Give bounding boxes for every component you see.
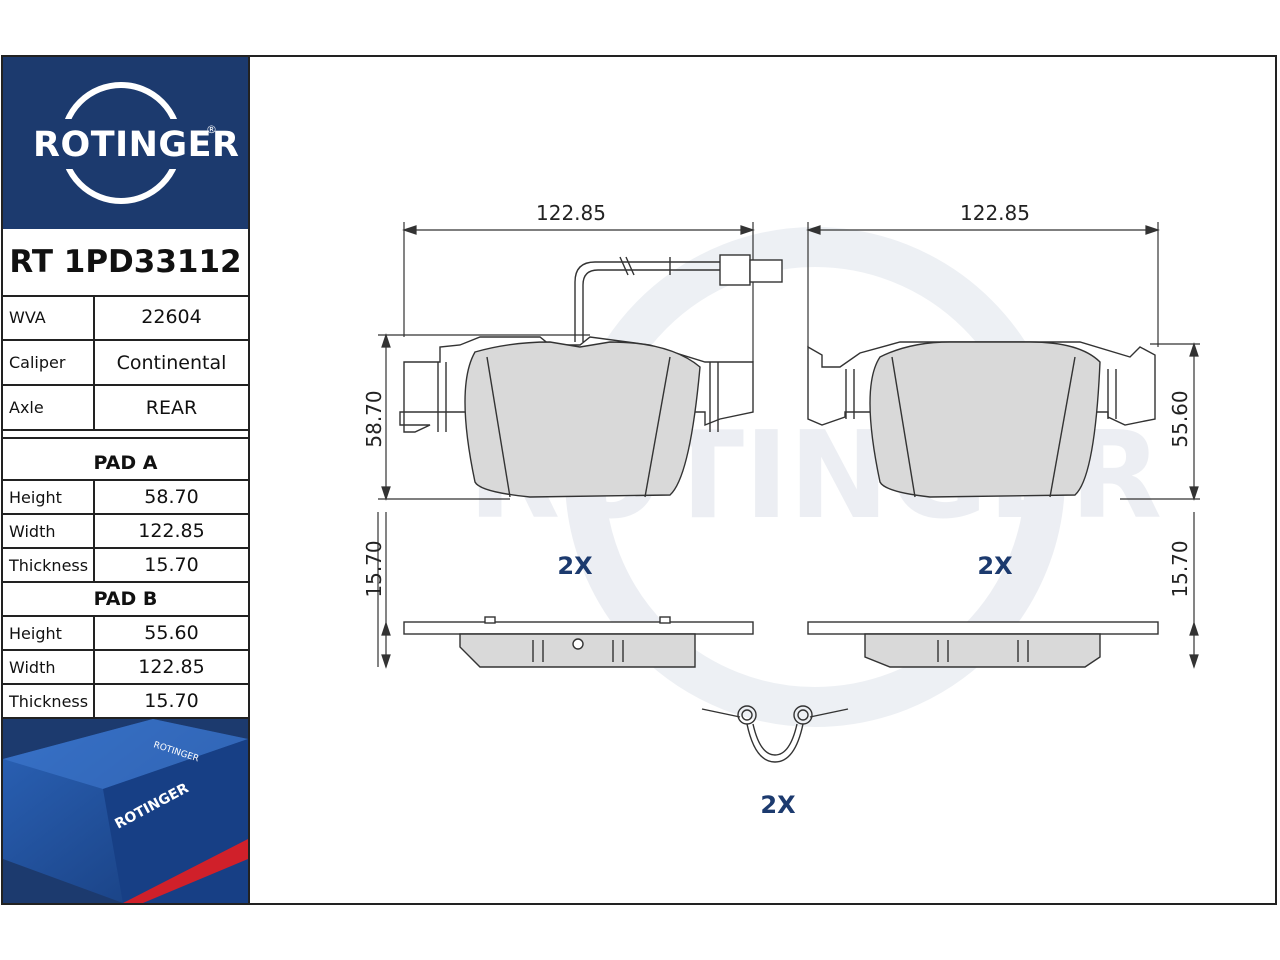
pad-key: Width	[3, 650, 95, 685]
pad-a-quantity: 2X	[557, 552, 593, 580]
spring-quantity: 2X	[760, 791, 796, 819]
spec-value: 22604	[94, 295, 248, 341]
pad-a-thickness-label: 15.70	[362, 540, 386, 597]
pad-a-title: PAD A	[3, 446, 248, 481]
technical-drawing: ROTINGER	[362, 201, 1200, 819]
pad-a-height-label: 58.70	[362, 390, 386, 447]
table-row: Axle REAR	[3, 385, 248, 431]
table-row: Caliper Continental	[3, 340, 248, 386]
table-row: Width 122.85	[3, 514, 248, 549]
registered-mark: ®	[206, 123, 217, 136]
spec-key: Caliper	[3, 340, 95, 386]
pad-value: 55.60	[94, 616, 248, 651]
table-row: WVA 22604	[3, 295, 248, 341]
table-row: Height 55.60	[3, 616, 248, 651]
pad-b-side-view	[807, 621, 1159, 668]
table-row: Thickness 15.70	[3, 548, 248, 583]
table-row: Width 122.85	[3, 650, 248, 685]
part-number: RT 1PD33112	[3, 229, 248, 297]
wear-sensor-icon	[574, 254, 783, 342]
spec-sidebar: ROTINGER ® RT 1PD33112 WVA 22604 Caliper…	[3, 57, 250, 903]
spec-table: WVA 22604 Caliper Continental Axle REAR	[3, 295, 248, 439]
spacer	[3, 430, 248, 439]
pad-key: Height	[3, 616, 95, 651]
spec-key: Axle	[3, 385, 95, 431]
product-box-icon: ROTINGER ROTINGER	[3, 719, 248, 903]
pad-value: 15.70	[94, 548, 248, 583]
pad-key: Thickness	[3, 684, 95, 719]
logo-ring-icon	[23, 82, 223, 204]
pad-b-thickness-label: 15.70	[1168, 540, 1192, 597]
pad-value: 122.85	[94, 514, 248, 549]
spec-value: REAR	[94, 385, 248, 431]
pad-a-front-view	[399, 336, 754, 498]
pad-b-width-label: 122.85	[960, 201, 1030, 225]
pad-key: Height	[3, 480, 95, 515]
pad-a-table: PAD A Height 58.70 Width 122.85 Thicknes…	[3, 446, 248, 719]
spring-clip-icon	[701, 705, 849, 763]
pad-value: 122.85	[94, 650, 248, 685]
pad-b-height-label: 55.60	[1168, 390, 1192, 447]
product-sheet: ROTINGER ® RT 1PD33112 WVA 22604 Caliper…	[1, 55, 1277, 905]
pad-value: 15.70	[94, 684, 248, 719]
pad-value: 58.70	[94, 480, 248, 515]
brand-name: ROTINGER	[33, 125, 240, 165]
brand-logo-panel: ROTINGER ®	[3, 57, 248, 229]
pad-b-front-view	[807, 341, 1156, 498]
pad-a-width-label: 122.85	[536, 201, 606, 225]
table-row: Height 58.70	[3, 480, 248, 515]
table-row: Thickness 15.70	[3, 684, 248, 719]
packaging-box-image: ROTINGER ROTINGER	[3, 719, 248, 903]
spec-value: Continental	[94, 340, 248, 386]
pad-b-quantity: 2X	[977, 552, 1013, 580]
spec-key: WVA	[3, 295, 95, 341]
pad-a-side-view	[403, 616, 754, 668]
pad-key: Thickness	[3, 548, 95, 583]
pad-key: Width	[3, 514, 95, 549]
pad-b-title: PAD B	[3, 582, 248, 617]
